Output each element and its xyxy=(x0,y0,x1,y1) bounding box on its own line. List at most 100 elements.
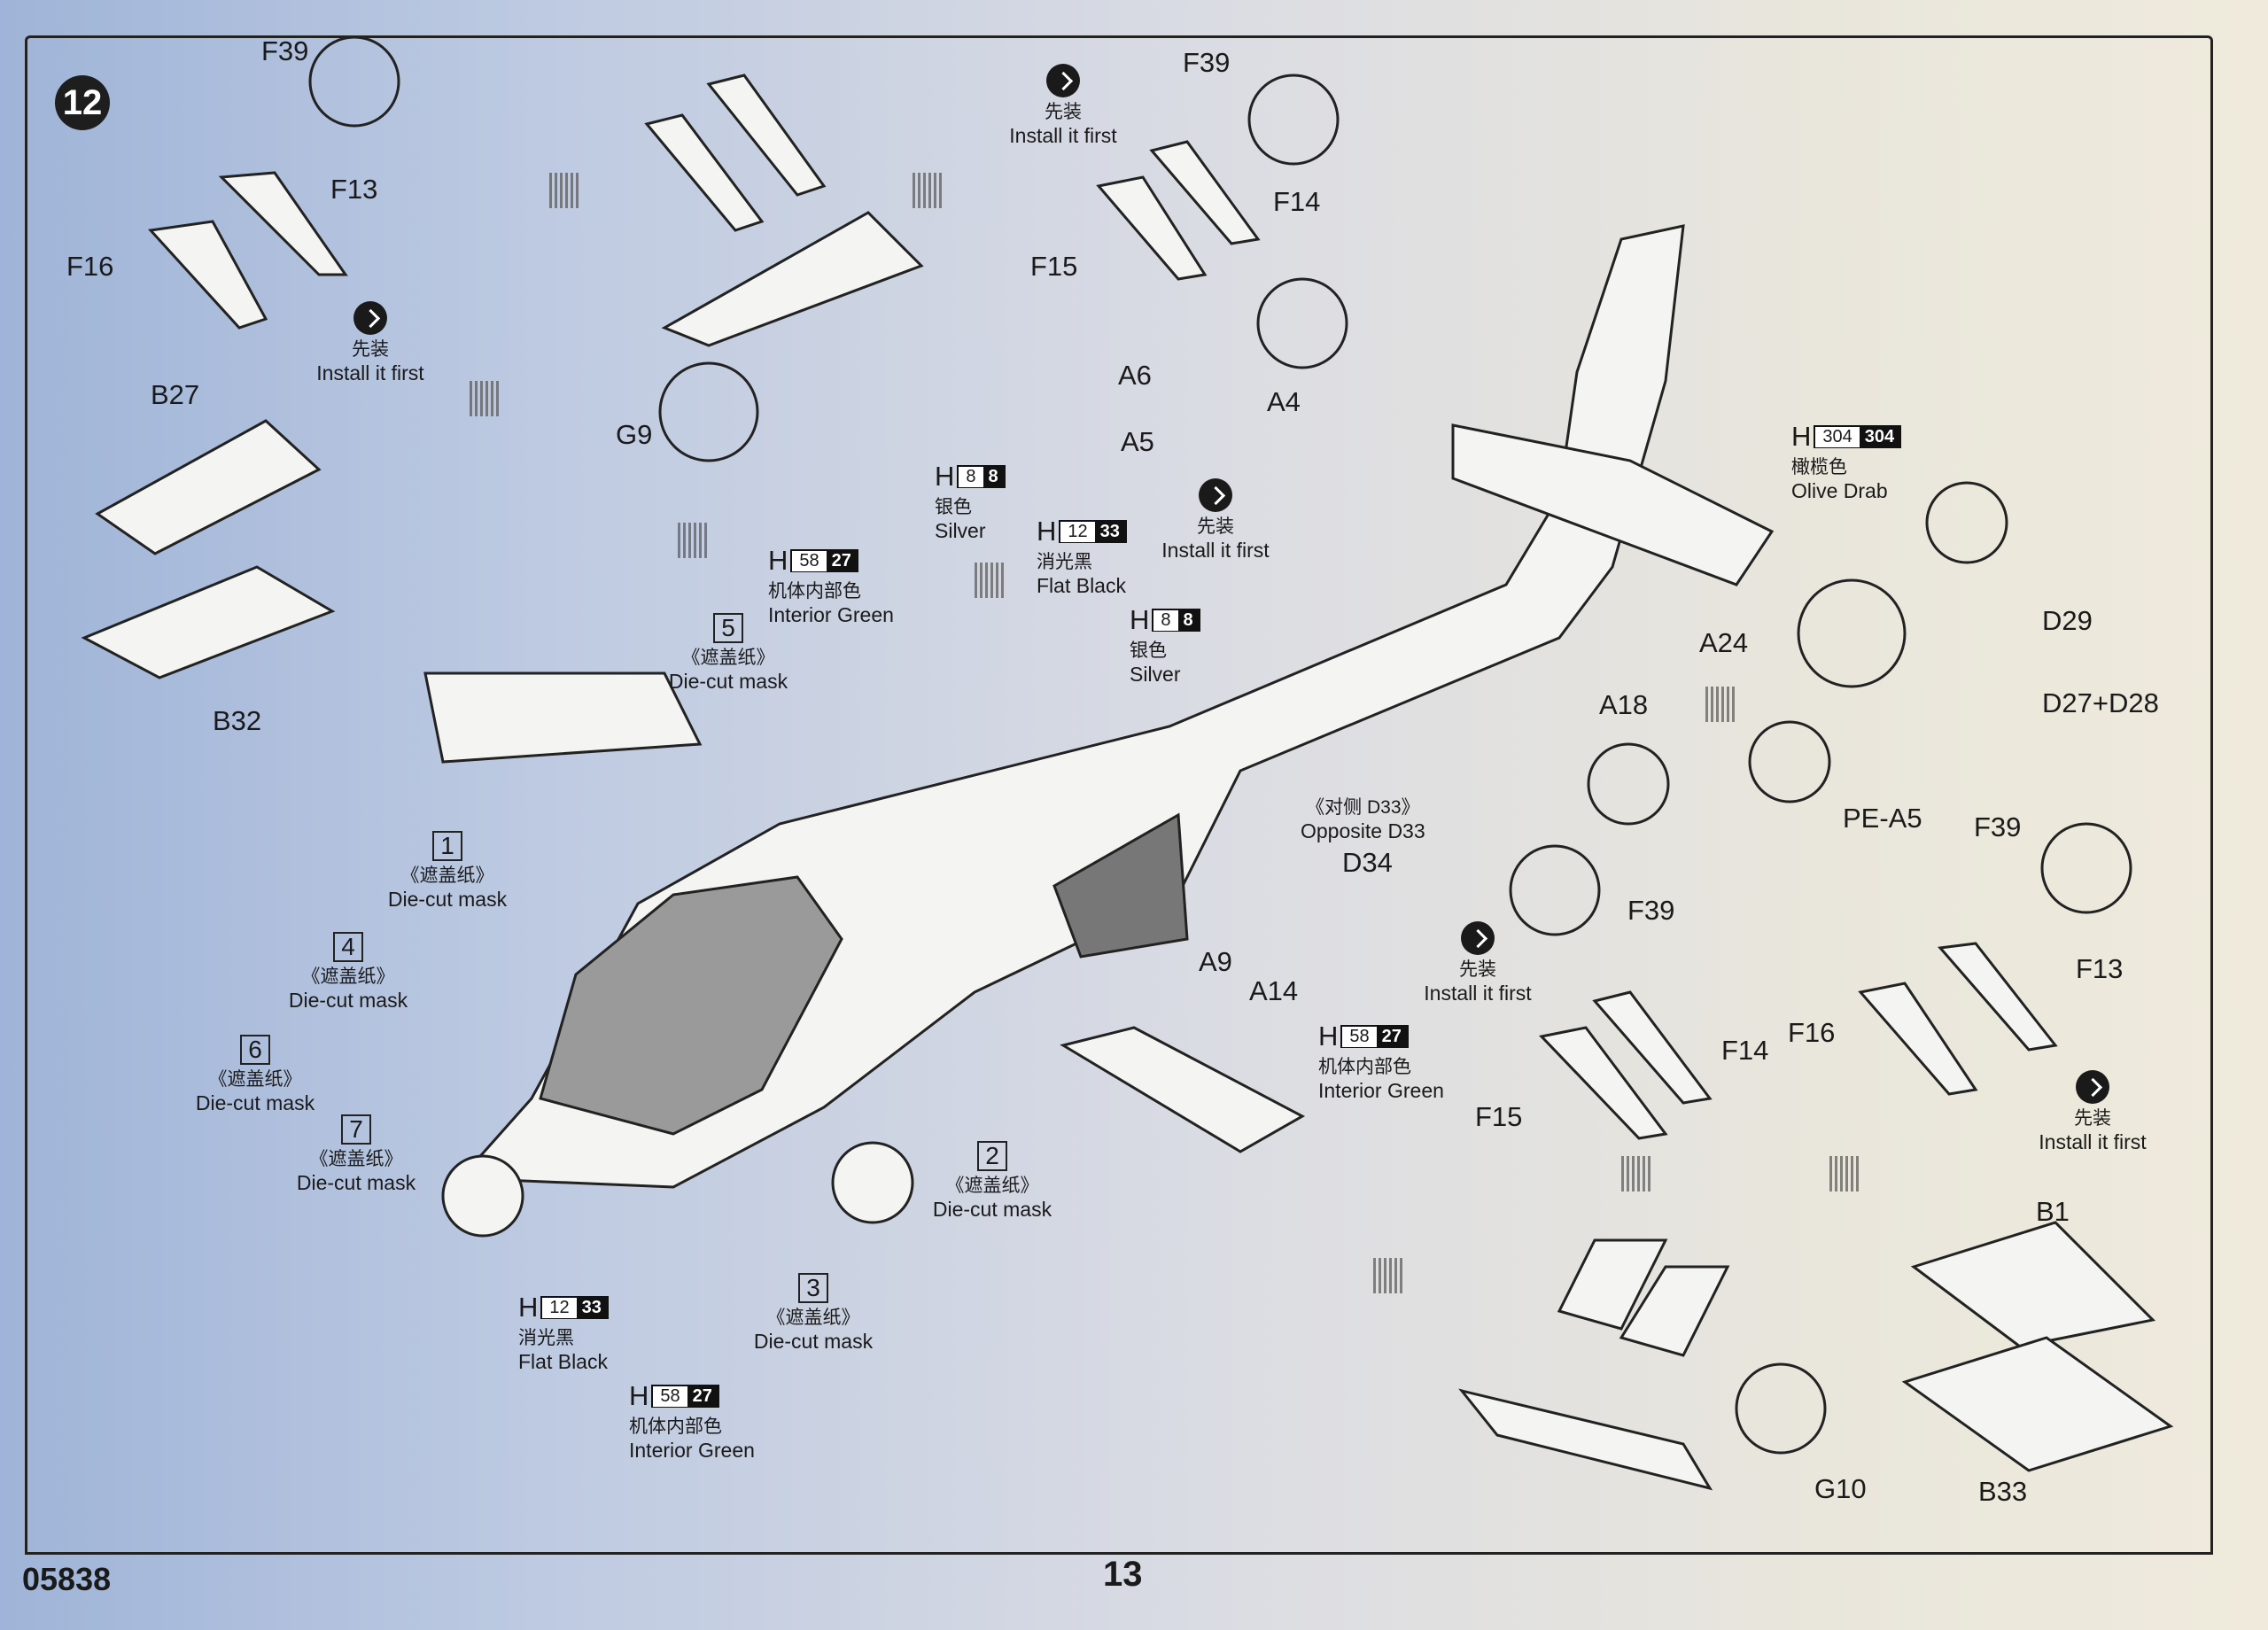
mask-callout-2: 2《遮盖纸》Die-cut mask xyxy=(932,1141,1052,1221)
part-label-f39: F39 xyxy=(1183,47,1231,78)
part-label-f39: F39 xyxy=(1627,895,1675,926)
install-first-icon xyxy=(1461,921,1495,955)
part-label-f13: F13 xyxy=(2076,953,2124,984)
wing-B33 xyxy=(1901,1336,2174,1472)
part-label-a4: A4 xyxy=(1267,386,1301,417)
sensor-turret xyxy=(441,1154,524,1238)
flow-arrow-icon xyxy=(678,523,708,558)
install-first-icon xyxy=(1199,478,1232,512)
part-label-a18: A18 xyxy=(1599,689,1649,720)
part-label-d27-d28: D27+D28 xyxy=(2042,687,2159,718)
page-frame xyxy=(25,35,2213,1555)
part-label-b27: B27 xyxy=(151,379,200,410)
part-label-a9: A9 xyxy=(1199,946,1232,977)
callout-bubble-f39-right xyxy=(2040,822,2132,914)
part-label-b1: B1 xyxy=(2036,1196,2070,1227)
engine-exhaust xyxy=(1052,812,1189,959)
wing-B27 xyxy=(95,419,322,555)
part-label-f13: F13 xyxy=(330,174,378,205)
callout-bubble-a18 xyxy=(1587,742,1670,826)
part-label-g10: G10 xyxy=(1814,1473,1867,1504)
flow-arrow-icon xyxy=(1621,1156,1651,1191)
callout-bubble-f39-mid xyxy=(1509,844,1601,936)
part-label-a5: A5 xyxy=(1121,426,1154,457)
part-label-f15: F15 xyxy=(1030,251,1078,282)
part-label-pe-a5: PE-A5 xyxy=(1843,803,1922,834)
wing-bottom-middle xyxy=(1458,1388,1713,1491)
product-code: 05838 xyxy=(22,1561,112,1597)
pylon-F16-right xyxy=(1858,982,1978,1096)
callout-bubble-pe-a5 xyxy=(1748,720,1831,803)
main-wheel xyxy=(831,1141,914,1224)
install-first-icon xyxy=(353,301,387,335)
pylon-F13 xyxy=(218,171,348,276)
wing-B1 xyxy=(1910,1221,2156,1348)
mask-callout-5: 5《遮盖纸》Die-cut mask xyxy=(668,613,788,693)
part-label-a24: A24 xyxy=(1699,627,1749,658)
install-first-note: 先装 Install it first xyxy=(1416,921,1540,1005)
mask-callout-4: 4《遮盖纸》Die-cut mask xyxy=(288,932,408,1012)
stub-wing-right xyxy=(1060,1026,1306,1153)
flow-arrow-icon xyxy=(1373,1258,1403,1293)
callout-bubble-g10 xyxy=(1735,1362,1827,1455)
mask-callout-7: 7《遮盖纸》Die-cut mask xyxy=(296,1114,416,1194)
flow-arrow-icon xyxy=(975,563,1005,598)
install-first-note: 先装 Install it first xyxy=(1001,64,1125,148)
part-label-g9: G9 xyxy=(616,419,653,450)
wing-top-middle xyxy=(661,211,924,347)
step-number-badge: 12 xyxy=(55,75,110,130)
flow-arrow-icon xyxy=(549,173,579,208)
install-first-note: 先装 Install it first xyxy=(1153,478,1278,563)
part-label-b33: B33 xyxy=(1978,1476,2028,1507)
canopy xyxy=(539,875,843,1136)
pylon-F16 xyxy=(147,220,268,330)
install-first-note: 先装 Install it first xyxy=(2031,1070,2155,1154)
callout-bubble-a24 xyxy=(1797,578,1907,688)
flow-arrow-icon xyxy=(1829,1156,1860,1191)
part-label-a14: A14 xyxy=(1249,975,1299,1006)
pylon-F14-top xyxy=(1149,140,1261,245)
page-number: 13 xyxy=(1103,1555,1143,1594)
install-first-icon xyxy=(1046,64,1080,97)
flow-arrow-icon xyxy=(470,381,500,416)
pylon-pair-top xyxy=(644,74,827,232)
mask-callout-6: 6《遮盖纸》Die-cut mask xyxy=(195,1035,315,1114)
install-first-note: 先装 Install it first xyxy=(308,301,432,385)
install-first-icon xyxy=(2076,1070,2109,1104)
part-label-f16: F16 xyxy=(1788,1017,1836,1048)
part-label-a6: A6 xyxy=(1118,360,1152,391)
stub-wing-left xyxy=(423,671,703,764)
part-label-b32: B32 xyxy=(213,705,262,736)
callout-bubble-a6 xyxy=(1256,277,1348,369)
callout-bubble-g9 xyxy=(658,361,759,462)
part-label-f15: F15 xyxy=(1475,1101,1523,1132)
mask-callout-3: 3《遮盖纸》Die-cut mask xyxy=(753,1273,874,1353)
opposite-d33-note: 《对侧 D33》Opposite D33 xyxy=(1301,797,1425,842)
part-label-f39: F39 xyxy=(261,35,309,66)
part-label-d34: D34 xyxy=(1342,847,1393,878)
tail-stabilizer xyxy=(1451,423,1775,586)
part-label-f39: F39 xyxy=(1974,811,2022,842)
flow-arrow-icon xyxy=(1705,687,1736,722)
wing-B32 xyxy=(81,565,336,679)
pylon-F15-top xyxy=(1096,175,1208,281)
part-label-d29: D29 xyxy=(2042,605,2093,636)
pylon-F15-right xyxy=(1539,1026,1668,1140)
pylon-pair-bottom xyxy=(1557,1238,1730,1357)
pylon-F13-right xyxy=(1938,942,2058,1052)
mask-callout-1: 1《遮盖纸》Die-cut mask xyxy=(387,831,508,911)
part-label-f16: F16 xyxy=(66,251,114,282)
part-label-f14: F14 xyxy=(1721,1035,1769,1066)
pylon-F14-right xyxy=(1592,990,1713,1105)
part-label-f14: F14 xyxy=(1273,186,1321,217)
callout-bubble-f39-tl xyxy=(308,35,400,128)
flow-arrow-icon xyxy=(913,173,943,208)
